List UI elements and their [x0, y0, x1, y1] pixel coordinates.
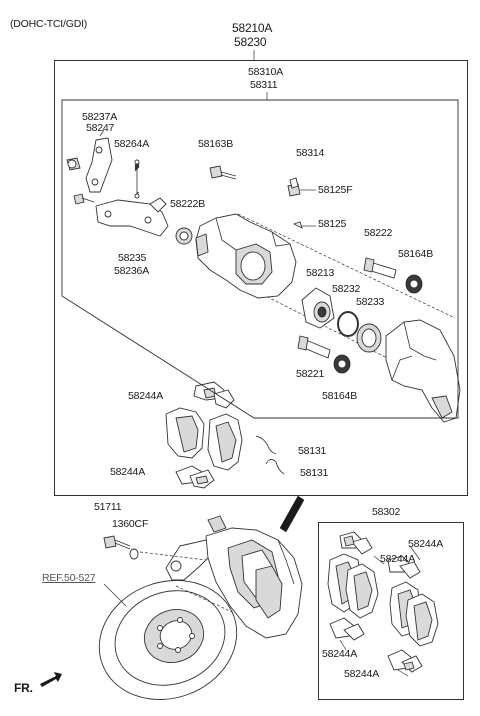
part-label-58210a: 58210A [232, 21, 273, 35]
part-label-58222: 58222 [364, 227, 393, 239]
part-label-58164b-bottom: 58164B [322, 390, 358, 402]
part-label-58233: 58233 [356, 296, 385, 308]
caliper-body [195, 213, 297, 299]
piston-58213 [301, 287, 335, 329]
pad-kit-box [318, 522, 464, 700]
part-label-58310a: 58310A [248, 66, 284, 78]
part-label-58314: 58314 [296, 147, 325, 159]
part-label-58235: 58235 [118, 252, 147, 264]
part-label-58222b: 58222B [170, 198, 206, 210]
brake-disc [98, 580, 238, 700]
bleeder-58125f [287, 177, 316, 197]
spring-58264a [134, 159, 140, 199]
part-label-58230: 58230 [234, 35, 267, 49]
guide-pin-58221 [297, 335, 331, 359]
part-label-58213: 58213 [306, 267, 335, 279]
shim-58131 [255, 435, 285, 475]
part-label-58264a: 58264A [114, 138, 150, 150]
part-label-58244a-kit-3: 58244A [322, 648, 358, 660]
brake-pads-inner [165, 407, 243, 471]
washer-1360cf [129, 548, 139, 560]
part-label-58244a-kit-1: 58244A [408, 538, 444, 550]
part-label-1360cf: 1360CF [112, 518, 149, 530]
part-label-58125: 58125 [318, 218, 347, 230]
bolt-51711 [103, 535, 131, 550]
variant-label: (DOHC-TCI/GDI) [10, 18, 88, 30]
part-label-58311: 58311 [250, 79, 278, 91]
part-label-58221: 58221 [296, 368, 325, 380]
cap-58125 [292, 221, 316, 229]
part-label-58244a-kit-2: 58244A [380, 553, 416, 565]
callout-pointer [279, 495, 305, 533]
part-label-58244a-bottom: 58244A [110, 466, 146, 478]
reference-label-disc[interactable]: REF.50-527 [42, 572, 96, 584]
guide-pin-58222 [363, 257, 397, 279]
part-label-58247: 58247 [86, 122, 115, 134]
part-label-58237a: 58237A [82, 111, 118, 123]
boot-58164b-bottom [333, 354, 351, 374]
part-label-58232: 58232 [332, 283, 361, 295]
pad-kit-parts [327, 531, 439, 677]
outer-assembly-box [54, 60, 468, 496]
bolt-left-small [73, 193, 95, 205]
boot-58222b [175, 227, 193, 245]
part-label-51711: 51711 [94, 501, 122, 513]
part-label-58131-bottom: 58131 [300, 467, 329, 479]
bolt-58163b [209, 165, 237, 180]
boot-58164b-top [405, 274, 423, 294]
nut-left [66, 157, 81, 171]
front-direction-label: FR. [14, 681, 33, 695]
front-arrow-icon [40, 672, 62, 687]
parking-lever-58235 [95, 197, 169, 237]
part-label-58164b-top: 58164B [398, 248, 434, 260]
pad-clip-bottom [175, 465, 215, 489]
assembled-caliper [165, 515, 303, 639]
part-label-58302: 58302 [372, 506, 401, 518]
part-label-58236a: 58236A [114, 265, 150, 277]
boot-58233 [356, 323, 382, 353]
part-label-58244a-kit-4: 58244A [344, 668, 380, 680]
carrier-bracket [385, 319, 461, 423]
part-label-58131-top: 58131 [298, 445, 327, 457]
part-label-58244a-top: 58244A [128, 390, 164, 402]
part-label-58125f: 58125F [318, 184, 353, 196]
bracket-plate-58237a [85, 129, 113, 193]
seal-58232 [337, 311, 359, 337]
part-label-58163b: 58163B [198, 138, 234, 150]
